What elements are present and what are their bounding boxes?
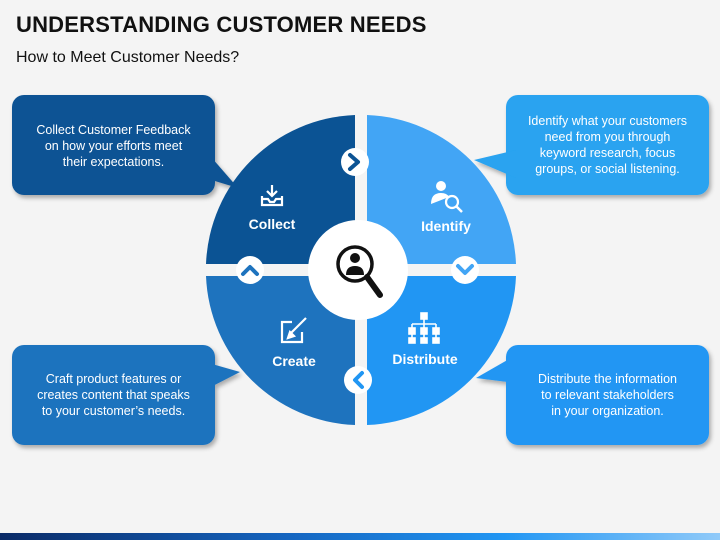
callout-line: Collect Customer Feedback [36,123,191,137]
segment-label-identify: Identify [421,218,471,234]
segment-collect [206,115,355,264]
segment-distribute [367,276,516,425]
chevron-right-icon [341,148,369,176]
search-person-icon [336,245,383,298]
callout-create-text: Craft product features or creates conten… [14,371,213,419]
inbox-download-icon [260,185,284,207]
callout-line: keyword research, focus [539,146,676,160]
callout-identify-text: Identify what your customers need from y… [508,113,707,177]
chevron-left-icon [344,366,372,394]
page-subtitle: How to Meet Customer Needs? [16,49,240,66]
page-title: UNDERSTANDING CUSTOMER NEEDS [16,12,427,37]
callout-identify [474,95,709,195]
callout-line: need from you through [544,130,671,144]
callout-line: in your organization. [551,404,664,418]
callout-line: creates content that speaks [37,388,190,402]
callout-create [12,345,240,445]
callout-line: their expectations. [62,155,165,169]
hierarchy-icon [408,312,440,344]
callout-line: Identify what your customers [527,114,688,128]
callout-line: Distribute the information [538,372,677,386]
callout-distribute [476,345,709,445]
bottom-gradient-bar [0,533,720,540]
chevron-down-icon [451,256,479,284]
segment-label-distribute: Distribute [392,351,458,367]
callout-collect-text: Collect Customer Feedback on how your ef… [16,122,211,170]
callout-line: Craft product features or [45,372,182,386]
callout-collect [12,95,238,195]
callout-line: on how your efforts meet [44,139,183,153]
chevron-up-icon [236,256,264,284]
edit-icon [280,317,307,344]
user-search-icon [431,181,463,213]
callout-line: to your customer’s needs. [41,404,186,418]
callout-distribute-text: Distribute the information to relevant s… [508,371,707,419]
segment-label-collect: Collect [249,216,296,232]
segment-create [206,276,355,425]
callout-line: to relevant stakeholders [541,388,674,402]
callout-line: groups, or social listening. [535,162,680,176]
segment-label-create: Create [272,353,316,369]
